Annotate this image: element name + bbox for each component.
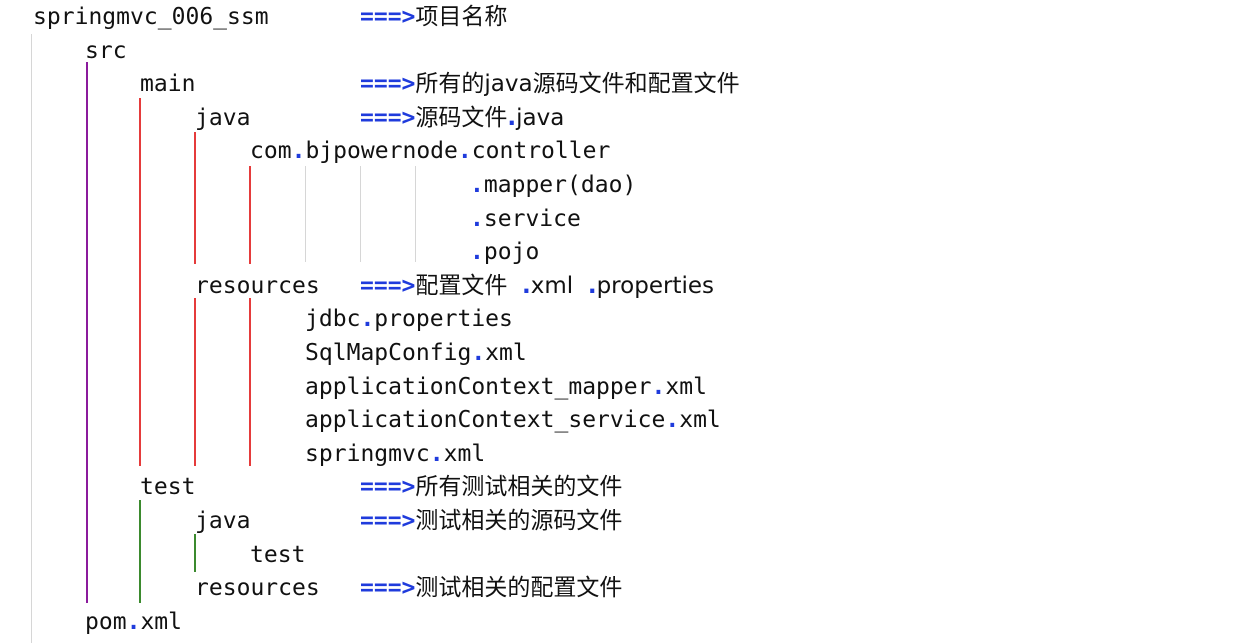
- tree-node-label: test: [140, 474, 196, 501]
- tree-node-annotation: ===>所有测试相关的文件: [360, 470, 622, 504]
- tree-node: resources: [195, 269, 320, 303]
- annotation-arrow: ===>: [360, 104, 416, 131]
- test-java-bracket-line: [194, 534, 196, 572]
- tree-node-annotation: ===>测试相关的配置文件: [360, 571, 622, 605]
- annotation-text: 源码文件.java: [415, 104, 565, 131]
- tree-node-label: springmvc.xml: [305, 440, 486, 467]
- tree-node: .pojo: [470, 235, 539, 269]
- annotation-arrow: ===>: [360, 272, 416, 299]
- annotation-text: 测试相关的配置文件: [415, 575, 623, 602]
- tree-node-label: test: [250, 541, 306, 568]
- tree-node: applicationContext_service.xml: [305, 403, 721, 437]
- indent-guide-line: [31, 34, 32, 643]
- tree-node: resources: [195, 571, 320, 605]
- indent-guide-line: [360, 166, 361, 262]
- tree-node: java: [195, 101, 250, 135]
- resources-files-bracket-line: [249, 298, 251, 466]
- indent-guide-line: [305, 166, 306, 262]
- tree-node: com.bjpowernode.controller: [250, 134, 610, 168]
- tree-node-label: java: [195, 104, 251, 131]
- tree-node-label: resources: [195, 575, 320, 602]
- tree-node: java: [195, 504, 250, 538]
- tree-node-label: jdbc.properties: [305, 306, 513, 333]
- tree-node-label: java: [195, 508, 251, 534]
- tree-node-label: springmvc_006_ssm: [33, 4, 269, 30]
- indent-guide-line: [415, 166, 416, 262]
- tree-node: .mapper(dao): [470, 168, 636, 202]
- tree-node-label: SqlMapConfig.xml: [305, 340, 527, 366]
- annotation-text: 所有测试相关的文件: [415, 474, 623, 501]
- annotation-text: 项目名称: [415, 4, 508, 30]
- main-bracket-line: [139, 98, 141, 466]
- main-resources-bracket-line: [194, 298, 196, 466]
- tree-node-label: pom.xml: [85, 608, 183, 635]
- tree-node-label: applicationContext_service.xml: [305, 407, 721, 434]
- tree-node: test: [250, 538, 305, 572]
- tree-node-annotation: ===>测试相关的源码文件: [360, 504, 622, 538]
- tree-node: main: [140, 67, 195, 101]
- tree-node-label: main: [140, 71, 196, 98]
- tree-node-label: .mapper(dao): [470, 172, 637, 198]
- tree-node-annotation: ===>源码文件.java: [360, 101, 564, 135]
- annotation-text: 所有的java源码文件和配置文件: [415, 71, 740, 98]
- tree-node: test: [140, 470, 195, 504]
- tree-node-label: applicationContext_mapper.xml: [305, 373, 707, 400]
- tree-node-annotation: ===>项目名称: [360, 0, 507, 34]
- tree-node-label: .service: [470, 205, 581, 232]
- annotation-text: 测试相关的源码文件: [415, 508, 623, 534]
- main-java-bracket-line: [194, 132, 196, 264]
- tree-node: .service: [470, 202, 581, 236]
- annotation-arrow: ===>: [360, 71, 416, 98]
- tree-node-label: src: [85, 37, 127, 64]
- tree-node-annotation: ===>所有的java源码文件和配置文件: [360, 67, 740, 101]
- test-bracket-line: [139, 500, 141, 603]
- annotation-text: 配置文件 .xml .properties: [415, 272, 714, 299]
- tree-node: springmvc_006_ssm: [33, 0, 269, 34]
- annotation-arrow: ===>: [360, 508, 416, 534]
- tree-node-label: resources: [195, 272, 320, 299]
- tree-node-label: .pojo: [470, 239, 540, 266]
- annotation-arrow: ===>: [360, 4, 416, 30]
- annotation-arrow: ===>: [360, 474, 416, 501]
- src-bracket-line: [86, 62, 88, 603]
- tree-node: pom.xml: [85, 605, 182, 639]
- tree-node-label: com.bjpowernode.controller: [250, 138, 611, 165]
- tree-node: applicationContext_mapper.xml: [305, 370, 707, 404]
- tree-node: springmvc.xml: [305, 437, 485, 471]
- tree-node: SqlMapConfig.xml: [305, 336, 527, 370]
- tree-node-annotation: ===>配置文件 .xml .properties: [360, 269, 714, 303]
- tree-node: src: [85, 34, 127, 68]
- annotation-arrow: ===>: [360, 575, 416, 602]
- tree-node: jdbc.properties: [305, 302, 513, 336]
- package-bracket-line: [249, 166, 251, 264]
